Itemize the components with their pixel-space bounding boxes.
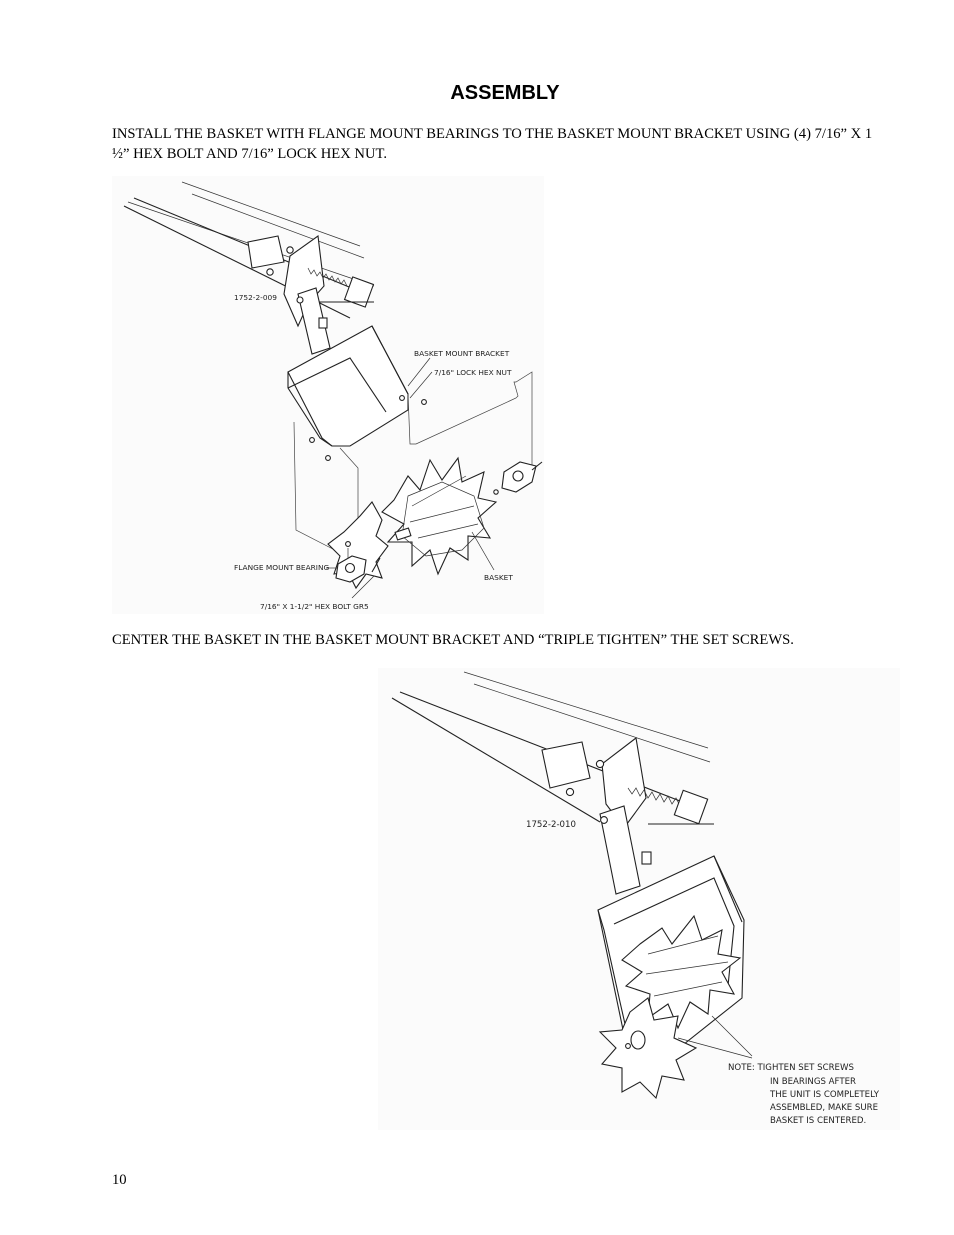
- label-flange-mount-bearing: FLANGE MOUNT BEARING: [234, 563, 330, 572]
- note-line-4: ASSEMBLED, MAKE SURE: [770, 1103, 878, 1113]
- note-line-3: THE UNIT IS COMPLETELY: [769, 1090, 880, 1100]
- figure-basket-centered: 1752-2-010 NOTE: TIGHTEN SET SCREWS IN B…: [378, 668, 900, 1130]
- figure-2-drawing: 1752-2-010 NOTE: TIGHTEN SET SCREWS IN B…: [391, 671, 880, 1126]
- note-line-2: IN BEARINGS AFTER: [770, 1077, 856, 1087]
- label-lock-hex-nut: 7/16" LOCK HEX NUT: [434, 368, 512, 377]
- figure-1-part-number: 1752-2-009: [234, 293, 277, 302]
- figure-basket-installation: 1752-2-009 BASKET MOUNT BRACKET 7/16" LO…: [112, 176, 544, 614]
- instruction-paragraph-1: INSTALL THE BASKET WITH FLANGE MOUNT BEA…: [112, 126, 873, 162]
- page-heading: ASSEMBLY: [450, 82, 560, 104]
- instruction-paragraph-2: CENTER THE BASKET IN THE BASKET MOUNT BR…: [112, 632, 794, 648]
- label-basket-mount-bracket: BASKET MOUNT BRACKET: [414, 349, 510, 358]
- note-line-1: NOTE: TIGHTEN SET SCREWS: [728, 1063, 854, 1073]
- note-line-5: BASKET IS CENTERED.: [770, 1116, 866, 1126]
- figure-1-drawing: 1752-2-009 BASKET MOUNT BRACKET 7/16" LO…: [123, 181, 543, 611]
- label-basket: BASKET: [484, 573, 513, 582]
- figure-2-part-number: 1752-2-010: [526, 820, 576, 830]
- page-number: 10: [112, 1172, 127, 1188]
- label-hex-bolt: 7/16" X 1-1/2" HEX BOLT GR5: [260, 602, 369, 611]
